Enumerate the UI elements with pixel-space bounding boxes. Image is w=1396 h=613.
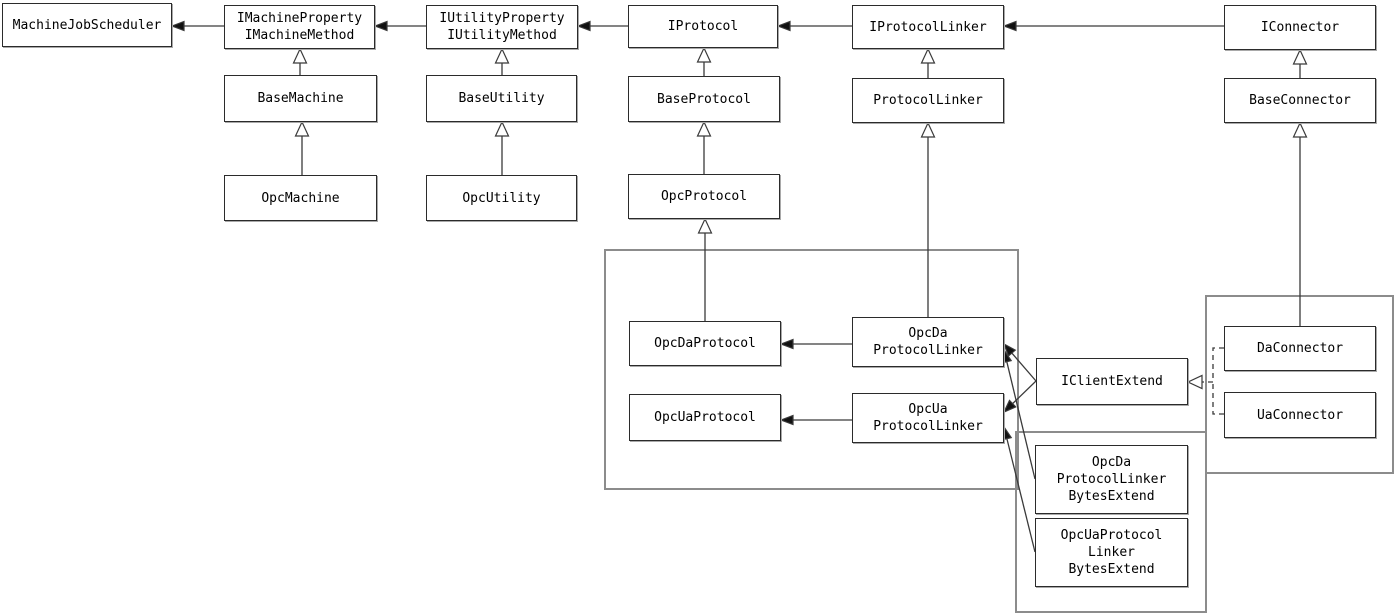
class-box-base-protocol[interactable]: BaseProtocol [628,76,780,122]
edge-association-opc-ua-protocol-linker-to-opc-ua-protocol [779,414,852,426]
class-box-label: BaseProtocol [657,91,751,107]
edge-generalization-protocol-linker-to-i-protocol-linker [920,47,936,78]
hollow-triangle-icon [494,47,510,64]
hollow-triangle-icon [696,46,712,63]
hollow-triangle-icon [697,217,713,234]
class-box-i-machine-property-method[interactable]: IMachineProperty IMachineMethod [224,5,375,49]
hollow-triangle-icon [294,120,310,137]
class-box-label: IProtocol [667,19,739,34]
class-box-label: IClientExtend [1061,374,1163,389]
class-box-label: BaseUtility [458,91,545,106]
class-box-label: DaConnector [1256,341,1344,356]
class-box-opc-da-protocol-linker-bytes-extend[interactable]: OpcDa ProtocolLinker BytesExtend [1035,445,1188,514]
edge-line [1202,347,1224,383]
hollow-triangle-icon [696,120,712,137]
edge-generalization-opc-da-protocol-to-opc-protocol [697,217,713,321]
class-box-label: UaConnector [1256,407,1344,423]
class-box-opc-ua-protocol-linker[interactable]: OpcUa ProtocolLinker [852,393,1004,443]
hollow-triangle-icon [1186,374,1203,390]
class-box-base-connector[interactable]: BaseConnector [1224,78,1376,123]
filled-arrowhead-icon [776,20,791,32]
class-box-label: OpcUa ProtocolLinker [873,402,983,434]
class-box-label: IMachineProperty IMachineMethod [236,11,363,43]
edge-generalization-opc-da-protocol-linker-to-protocol-linker [920,121,936,317]
class-box-opc-da-protocol-linker[interactable]: OpcDa ProtocolLinker [852,317,1004,367]
filled-arrowhead-icon [1002,342,1017,358]
hollow-triangle-icon [1292,48,1308,65]
edge-realization-da-connector-to-i-client-extend [1186,347,1224,390]
edge-association-opc-da-protocol-linker-to-opc-da-protocol [779,338,852,350]
class-box-protocol-linker[interactable]: ProtocolLinker [852,78,1004,123]
edge-association-i-utility-property-method-to-i-machine-property-method [373,20,426,32]
filled-arrowhead-icon [1002,399,1017,414]
class-box-base-machine[interactable]: BaseMachine [224,75,377,122]
filled-arrowhead-icon [576,20,591,32]
class-box-label: ProtocolLinker [873,93,983,108]
edge-line [1006,438,1036,553]
edge-generalization-opc-protocol-to-base-protocol [696,120,712,174]
edge-generalization-base-protocol-to-i-protocol [696,46,712,76]
class-box-base-utility[interactable]: BaseUtility [426,75,577,122]
class-box-i-client-extend[interactable]: IClientExtend [1036,358,1188,405]
class-box-label: BaseConnector [1249,93,1351,108]
class-box-ua-connector[interactable]: UaConnector [1224,392,1376,438]
class-box-i-connector[interactable]: IConnector [1224,5,1376,50]
class-box-da-connector[interactable]: DaConnector [1224,326,1376,371]
edge-association-i-protocol-to-i-utility-property-method [576,20,628,32]
class-box-opc-machine[interactable]: OpcMachine [224,175,377,221]
hollow-triangle-icon [292,47,308,64]
edge-association-i-client-extend-to-opc-da-protocol-linker [1002,342,1037,382]
class-box-i-protocol-linker[interactable]: IProtocolLinker [852,5,1004,49]
edge-generalization-base-utility-to-i-utility-property-method [494,47,510,75]
edge-association-i-connector-to-i-protocol-linker [1002,20,1224,32]
class-box-opc-da-protocol[interactable]: OpcDaProtocol [629,321,781,366]
hollow-triangle-icon [494,120,510,137]
class-box-label: OpcDa ProtocolLinker BytesExtend [1056,455,1167,504]
edge-generalization-da-connector-to-base-connector [1292,121,1308,326]
hollow-triangle-icon [1292,121,1308,138]
class-box-i-utility-property-method[interactable]: IUtilityProperty IUtilityMethod [426,5,578,49]
class-box-label: OpcDa ProtocolLinker [873,326,983,358]
edge-generalization-opc-machine-to-base-machine [294,120,310,175]
edge-line [1011,352,1037,382]
class-box-label: IProtocolLinker [869,19,987,35]
edge-realization-ua-connector-to-i-client-extend [1212,383,1224,415]
class-box-label: MachineJobScheduler [12,17,162,33]
class-box-label: OpcUtility [462,190,541,206]
class-box-opc-utility[interactable]: OpcUtility [426,175,577,221]
filled-arrowhead-icon [170,20,185,32]
group-box-protocol-group [604,249,1019,490]
edge-association-i-client-extend-to-opc-ua-protocol-linker [1002,380,1037,414]
class-box-label: OpcUaProtocol Linker BytesExtend [1060,528,1163,577]
edge-generalization-opc-utility-to-base-utility [494,120,510,175]
group-box-bytes-extend-group [1015,431,1207,613]
filled-arrowhead-icon [1002,20,1017,32]
filled-arrowhead-icon [779,414,794,426]
hollow-triangle-icon [920,121,936,138]
class-box-label: IConnector [1260,20,1340,35]
class-box-opc-ua-protocol-linker-bytes-extend[interactable]: OpcUaProtocol Linker BytesExtend [1035,518,1188,587]
filled-arrowhead-icon [779,338,794,350]
edge-line [1006,361,1036,480]
class-box-label: OpcMachine [261,190,340,206]
class-box-machine-job-scheduler[interactable]: MachineJobScheduler [2,3,172,47]
class-box-label: OpcDaProtocol [654,336,756,351]
class-box-opc-protocol[interactable]: OpcProtocol [628,174,780,219]
filled-arrowhead-icon [373,20,388,32]
hollow-triangle-icon [920,47,936,64]
edge-line [1212,383,1224,415]
class-box-opc-ua-protocol[interactable]: OpcUaProtocol [629,394,781,441]
edge-association-i-machine-property-method-to-machine-job-scheduler [170,20,224,32]
class-box-label: IUtilityProperty IUtilityMethod [439,11,565,43]
class-box-label: BaseMachine [257,91,344,106]
edge-association-i-protocol-linker-to-i-protocol [776,20,852,32]
class-box-label: OpcProtocol [660,189,748,204]
edge-generalization-base-connector-to-i-connector [1292,48,1308,78]
edge-generalization-base-machine-to-i-machine-property-method [292,47,308,75]
class-box-label: OpcUaProtocol [654,410,756,425]
class-box-i-protocol[interactable]: IProtocol [628,5,778,48]
